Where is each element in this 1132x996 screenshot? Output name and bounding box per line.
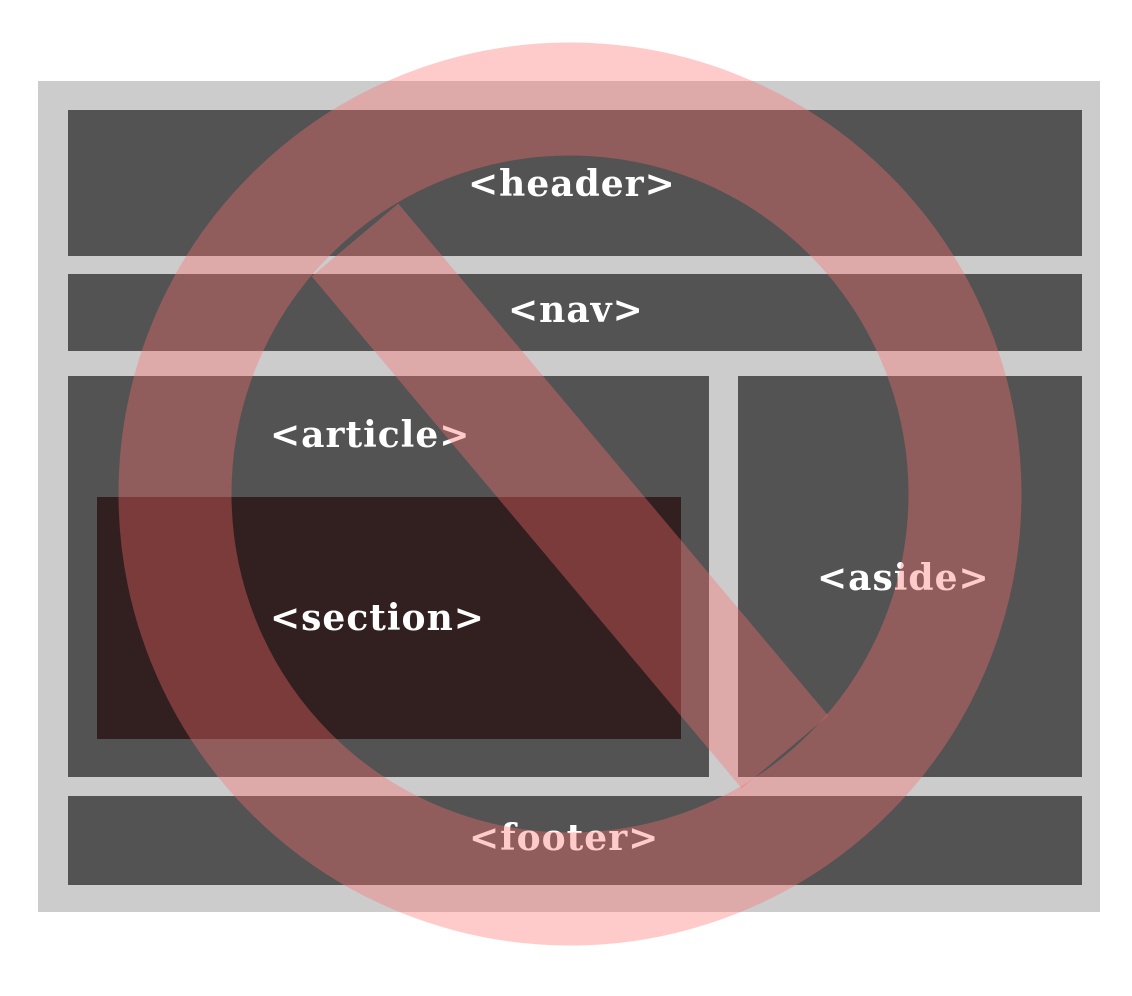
nav-label: <nav> (508, 289, 644, 331)
article-label: <article> (270, 414, 471, 456)
nav-block (68, 274, 1082, 351)
header-label: <header> (468, 163, 676, 205)
aside-block (738, 376, 1082, 777)
section-label: <section> (270, 597, 485, 639)
header-block (68, 110, 1082, 256)
footer-block (68, 796, 1082, 885)
footer-label: <footer> (469, 817, 660, 859)
section-block (97, 497, 681, 739)
aside-label: <aside> (817, 557, 990, 599)
